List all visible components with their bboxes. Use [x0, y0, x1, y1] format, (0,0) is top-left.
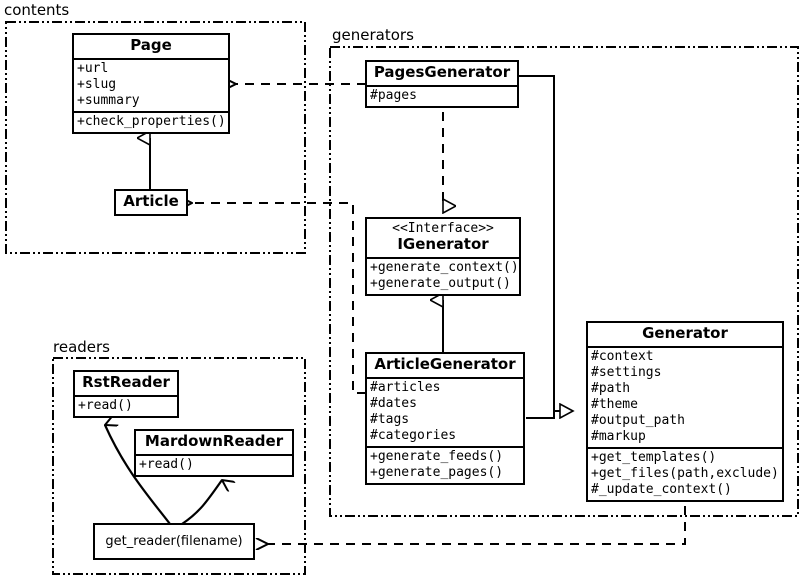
attribute-row: #pages — [370, 87, 417, 103]
uml-class-articlegenerator-methods: +generate_feeds() +generate_pages() — [367, 445, 523, 483]
attribute-row: +url — [77, 60, 109, 76]
uml-class-mardownreader[interactable]: MardownReader +read() — [134, 429, 294, 477]
function-box-get-reader-label: get_reader(filename) — [105, 534, 243, 549]
method-row: #_update_context() — [591, 481, 732, 497]
uml-class-generator-methods: +get_templates() +get_files(path,exclude… — [588, 446, 782, 500]
uml-class-igenerator[interactable]: <<Interface>> IGenerator +generate_conte… — [365, 217, 521, 296]
attribute-row: #markup — [591, 428, 646, 444]
uml-class-page-name: Page — [130, 36, 172, 54]
uml-class-igenerator-stereotype: <<Interface>> — [392, 221, 494, 236]
uml-class-pagesgenerator-name: PagesGenerator — [373, 63, 511, 81]
rel-get-reader-creates-mardownreader — [181, 480, 222, 525]
uml-class-mardownreader-methods: +read() — [136, 453, 292, 475]
uml-class-page-methods: +check_properties() — [74, 110, 228, 132]
attribute-row: #categories — [370, 427, 457, 443]
attribute-row: #path — [591, 380, 631, 396]
method-row: +read() — [78, 397, 133, 413]
uml-class-mardownreader-name: MardownReader — [144, 432, 284, 450]
uml-class-articlegenerator-attributes: #articles #dates #tags #categories — [367, 376, 523, 446]
uml-class-generator-name: Generator — [642, 324, 728, 342]
uml-class-pagesgenerator[interactable]: PagesGenerator #pages — [365, 60, 519, 108]
method-row: +generate_output() — [370, 275, 511, 291]
uml-class-pagesgenerator-attributes: #pages — [367, 84, 517, 106]
method-row: +generate_context() — [370, 259, 519, 275]
package-label-readers: readers — [51, 338, 112, 356]
uml-class-generator-attributes: #context #settings #path #theme #output_… — [588, 345, 782, 447]
uml-class-rstreader-methods: +read() — [75, 394, 177, 416]
attribute-row: #theme — [591, 396, 638, 412]
attribute-row: #output_path — [591, 412, 685, 428]
method-row: +generate_pages() — [370, 464, 504, 480]
attribute-row: #context — [591, 348, 654, 364]
uml-class-articlegenerator[interactable]: ArticleGenerator #articles #dates #tags … — [365, 352, 525, 485]
package-label-generators: generators — [330, 26, 416, 44]
uml-class-articlegenerator-name: ArticleGenerator — [374, 355, 516, 373]
uml-class-page-attributes: +url +slug +summary — [74, 57, 228, 111]
method-row: +read() — [139, 456, 194, 472]
uml-class-rstreader[interactable]: RstReader +read() — [73, 370, 179, 418]
attribute-row: #tags — [370, 411, 410, 427]
package-label-contents: contents — [2, 1, 72, 19]
method-row: +get_files(path,exclude) — [591, 465, 779, 481]
attribute-row: +slug — [77, 76, 117, 92]
uml-class-igenerator-name-block: <<Interface>> IGenerator — [367, 219, 519, 257]
uml-class-igenerator-methods: +generate_context() +generate_output() — [367, 256, 519, 294]
attribute-row: #articles — [370, 379, 441, 395]
rel-articlegenerator-inherits-generator — [526, 411, 555, 419]
rel-pagesgenerator-inherits-generator — [519, 75, 573, 411]
method-row: +generate_feeds() — [370, 448, 504, 464]
rel-generator-depends-get-reader — [268, 506, 686, 544]
method-row: +check_properties() — [77, 113, 226, 129]
uml-class-article[interactable]: Article — [114, 189, 188, 216]
uml-class-igenerator-name: IGenerator — [397, 234, 489, 253]
attribute-row: #settings — [591, 364, 662, 380]
uml-class-rstreader-name: RstReader — [82, 373, 170, 391]
function-box-get-reader[interactable]: get_reader(filename) — [93, 523, 255, 560]
uml-class-article-name: Article — [123, 192, 179, 210]
attribute-row: +summary — [77, 92, 140, 108]
method-row: +get_templates() — [591, 449, 717, 465]
attribute-row: #dates — [370, 395, 417, 411]
rel-articlegenerator-depends-article — [192, 203, 366, 394]
uml-class-generator[interactable]: Generator #context #settings #path #them… — [586, 321, 784, 502]
uml-class-page[interactable]: Page +url +slug +summary +check_properti… — [72, 33, 230, 134]
